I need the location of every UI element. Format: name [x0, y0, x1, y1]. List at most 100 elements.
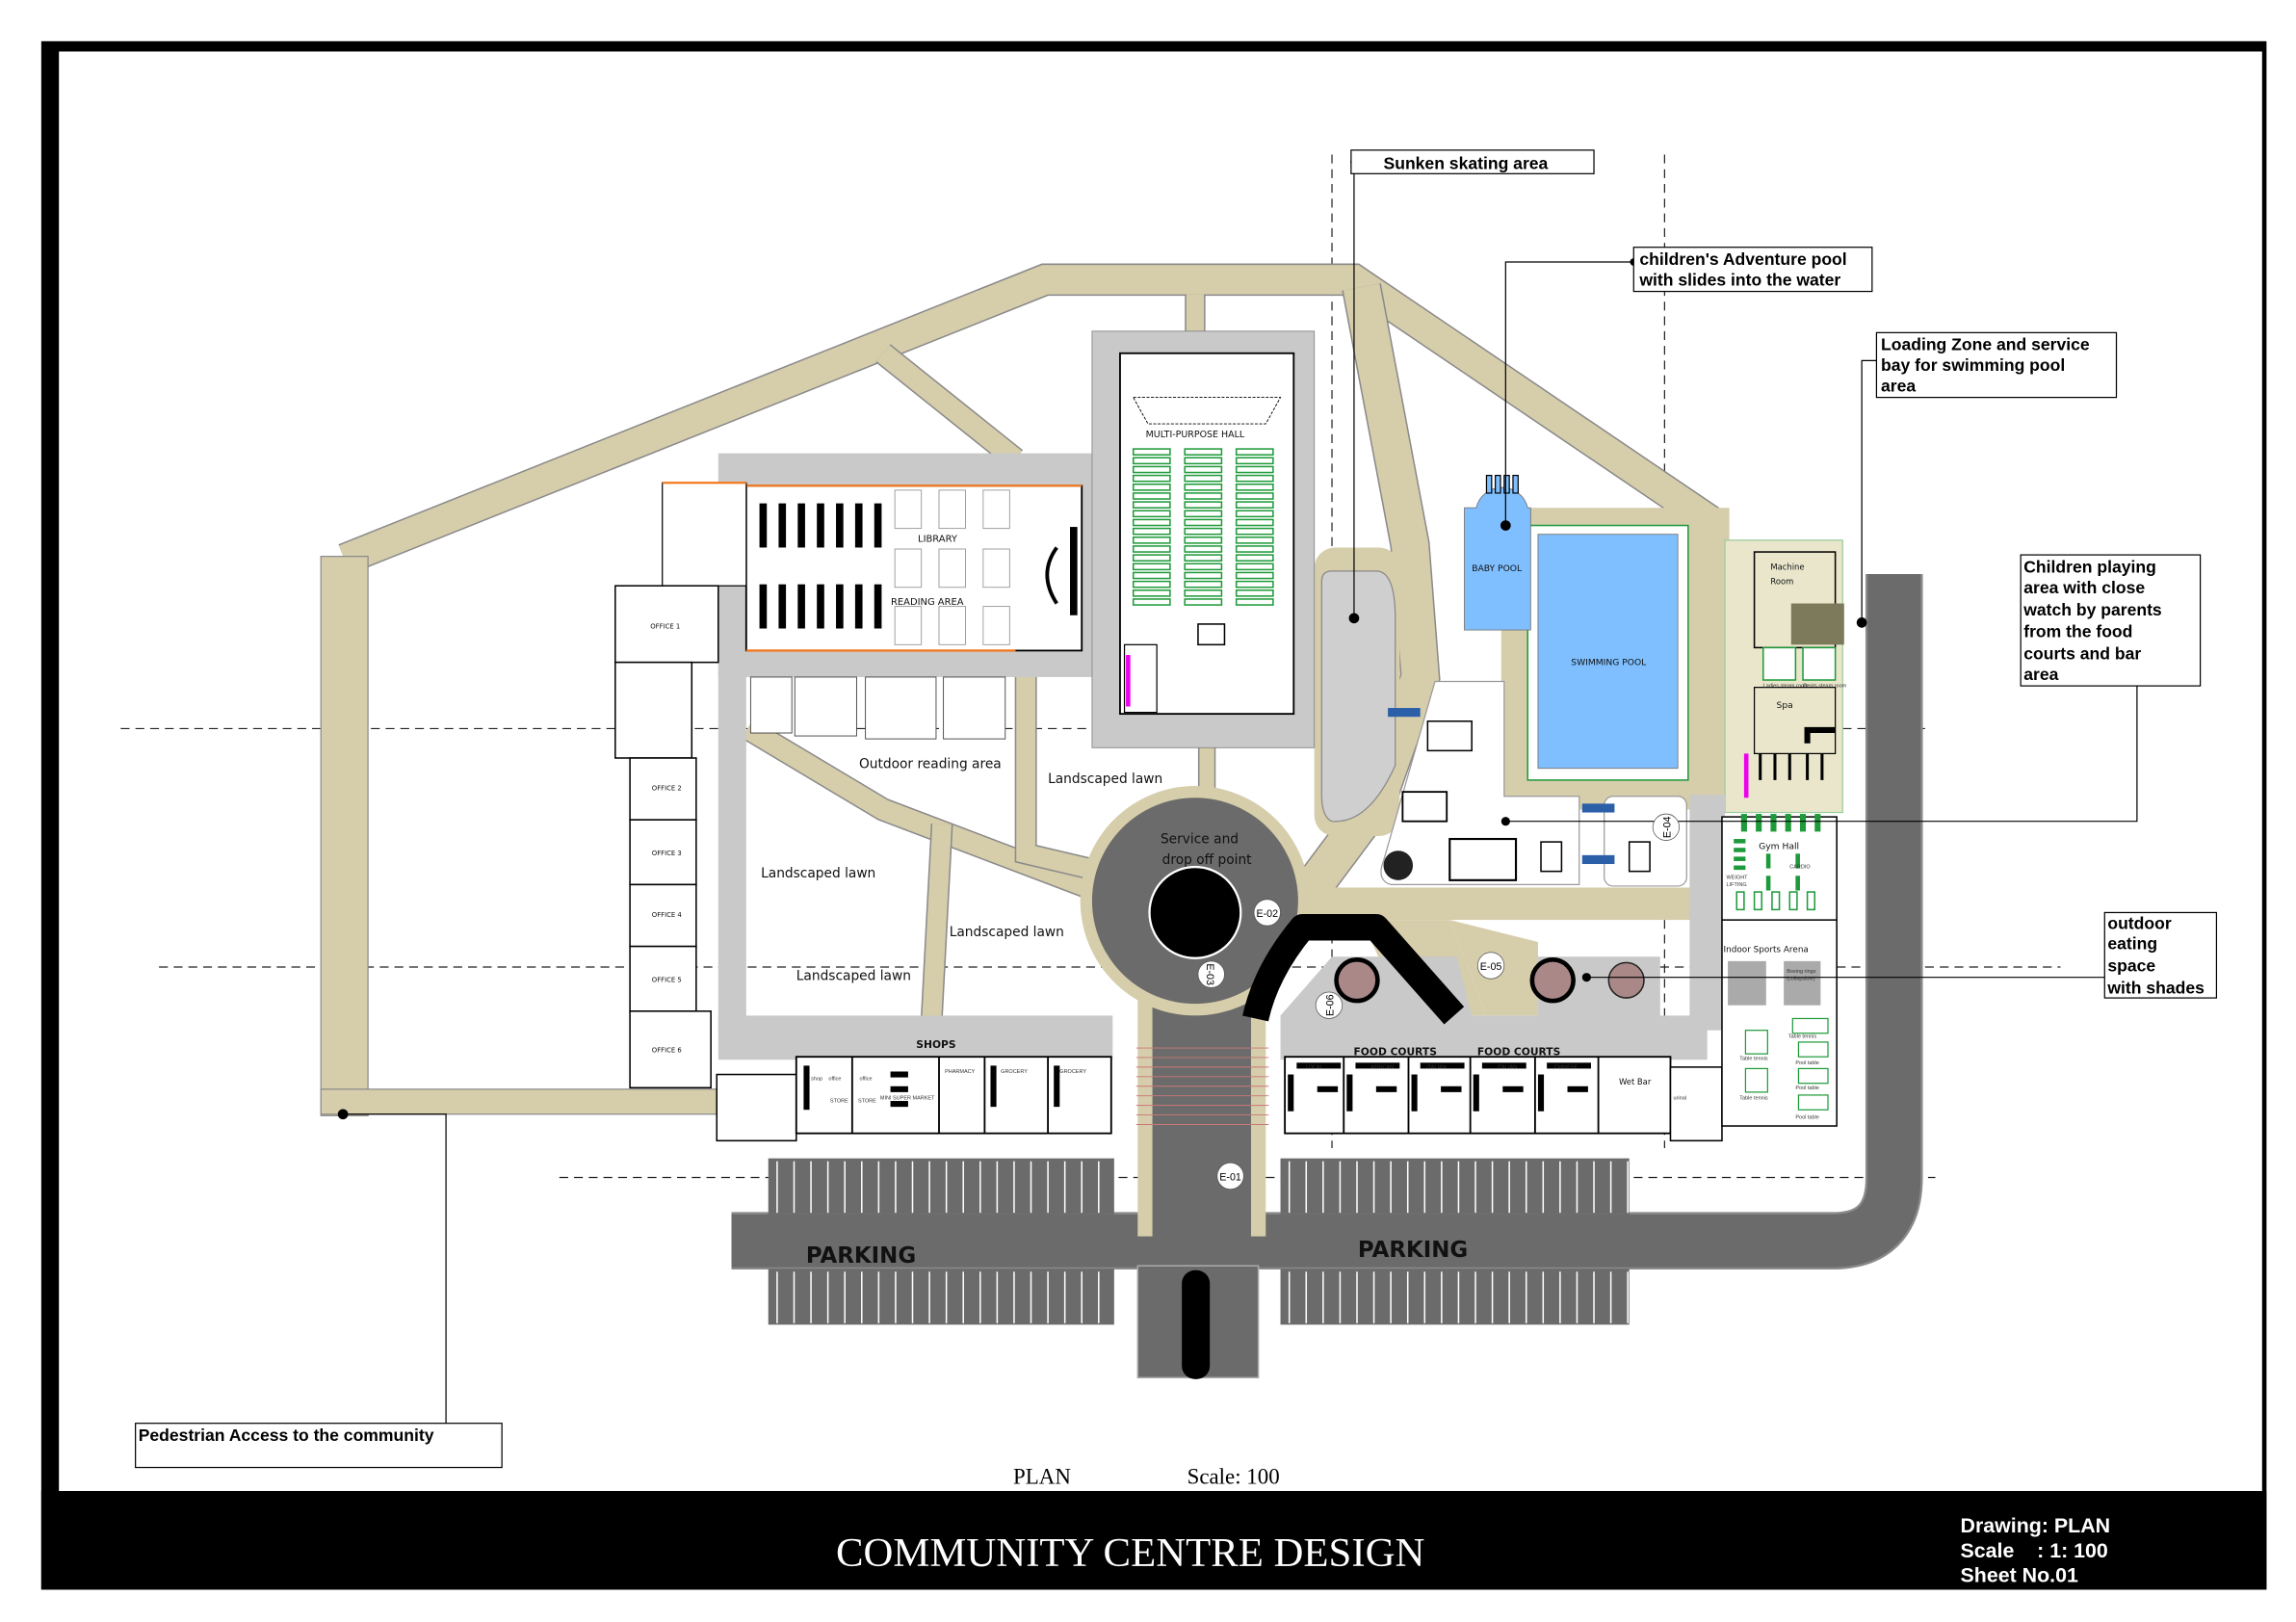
seat-row: [1235, 571, 1274, 580]
dumbbell-icon: [1734, 865, 1746, 871]
bookshelf: [797, 503, 805, 548]
roads: [731, 573, 1923, 1379]
label-outdoor-reading: Outdoor reading area: [859, 757, 1002, 772]
seat-row: [1235, 580, 1274, 589]
reading-table: [894, 548, 923, 589]
callout-line: area: [1881, 376, 1916, 395]
carousel-icon: [1383, 850, 1414, 880]
seat-row: [1235, 589, 1274, 597]
elevation-marker-e03: E-03: [1197, 960, 1225, 988]
seat-row: [1235, 465, 1274, 474]
label-table-tennis: Table tennis: [1739, 1056, 1768, 1061]
seat-row: [1132, 510, 1171, 518]
callout-line: area: [2023, 665, 2058, 684]
pool-complex: [1464, 474, 1844, 814]
callout-outdoor-eating: outdoor eating space with shades: [2103, 911, 2218, 999]
food-counter: [1473, 1074, 1479, 1112]
drawing-title: COMMUNITY CENTRE DESIGN: [836, 1530, 1424, 1576]
seat-row: [1132, 501, 1171, 509]
reading-table: [938, 548, 966, 589]
food-counter: [1420, 1062, 1465, 1069]
callout-skating: Sunken skating area: [1350, 149, 1595, 174]
seat-row: [1235, 598, 1274, 606]
roundabout-island: [1148, 865, 1242, 959]
reading-table: [938, 489, 966, 530]
food-counter: [1355, 1062, 1400, 1069]
callout-line: from the food: [2023, 622, 2132, 641]
label-spa: Spa: [1777, 700, 1793, 711]
elevation-marker-e01: E-01: [1216, 1162, 1244, 1190]
title-bar: [40, 1490, 2267, 1590]
seat-row: [1132, 474, 1171, 483]
label-shop-unit: office: [828, 1077, 841, 1083]
gym-machine-icon: [1785, 814, 1791, 832]
seat-row: [1184, 483, 1223, 491]
food-court-canopy: [1242, 913, 1465, 1025]
food-counter: [1481, 1062, 1526, 1069]
label-steam-room: Gents steam room: [1803, 684, 1847, 690]
west-corridor: [718, 647, 746, 1031]
callout-line: eating: [2107, 934, 2157, 954]
callout-children-play: Children playing area with close watch b…: [2020, 554, 2202, 687]
changing-rooms: [1759, 753, 1824, 780]
elevation-marker-e04: E-04: [1652, 813, 1681, 841]
label-food-unit: ITALIAN: [1498, 1064, 1517, 1070]
bookshelf: [817, 503, 824, 548]
label-food-courts: FOOD COURTS: [1354, 1046, 1437, 1059]
label-wet-bar: Wet Bar: [1619, 1077, 1652, 1086]
label-food-unit: CHINESE: [1554, 1064, 1578, 1070]
bookshelf: [778, 503, 787, 548]
svg-text:E-03: E-03: [1204, 963, 1215, 985]
seat-row: [1235, 501, 1274, 509]
svg-text:E-05: E-05: [1480, 961, 1502, 973]
seat-row: [1235, 483, 1274, 491]
label-office: OFFICE 1: [650, 623, 680, 631]
label-shop-unit: STORE: [830, 1099, 848, 1105]
label-reading-area: READING AREA: [891, 597, 964, 608]
seat-row: [1184, 465, 1223, 474]
callout-line: with shades: [2106, 978, 2205, 997]
callout-line: bay for swimming pool: [1881, 355, 2065, 375]
seat-row: [1132, 571, 1171, 580]
label-pool-table: Pool table: [1795, 1114, 1818, 1120]
label-gym-hall: Gym Hall: [1759, 842, 1799, 852]
label-parking: PARKING: [806, 1243, 916, 1269]
swimming-pool: [1537, 534, 1679, 770]
treadmill-icon: [1765, 853, 1771, 869]
bookshelf: [797, 584, 805, 629]
seat-row: [1235, 554, 1274, 562]
treadmill-icon: [1795, 853, 1800, 869]
baby-pool: [1464, 486, 1531, 631]
label-office: OFFICE 6: [652, 1047, 682, 1055]
label-steam-room: Ladies steam room: [1763, 684, 1809, 690]
label-food-unit: ITALIAN: [1426, 1064, 1446, 1070]
label-weight-lifting: LIFTING: [1727, 882, 1747, 888]
label-shop-unit: STORE: [858, 1099, 876, 1105]
label-shops: SHOPS: [916, 1038, 955, 1051]
food-counter: [1547, 1062, 1591, 1069]
dumbbell-icon: [1734, 848, 1746, 852]
label-machine-room: Room: [1770, 577, 1793, 587]
label-sports-arena: Indoor Sports Arena: [1723, 946, 1808, 955]
outdoor-reading-kiosks: [749, 676, 1006, 740]
treadmill-icon: [1795, 876, 1800, 891]
callout-line: with slides into the water: [1638, 270, 1840, 289]
food-counter: [1288, 1074, 1294, 1112]
seat-row: [1132, 492, 1171, 500]
spa-room: [1753, 687, 1837, 755]
gym-machine-icon: [1770, 814, 1777, 832]
bookshelf: [836, 503, 844, 548]
seat-row: [1235, 448, 1274, 456]
gym-sports-building: [1721, 814, 1838, 1127]
food-counter: [1346, 1074, 1353, 1112]
callout-loading-zone: Loading Zone and service bay for swimmin…: [1875, 331, 2118, 399]
label-food-unit: LOCAL: [1306, 1064, 1323, 1070]
plan-caption: PLAN: [1013, 1464, 1071, 1488]
elevation-markers: E-01 E-02 E-03 E-04 E-05 E-06: [1197, 813, 1681, 1190]
elevation-marker-e05: E-05: [1476, 952, 1505, 980]
label-lawn: Landscaped lawn: [761, 866, 875, 881]
loading-bay: [1790, 603, 1844, 645]
bookshelf: [874, 584, 882, 629]
seat-row: [1235, 457, 1274, 465]
